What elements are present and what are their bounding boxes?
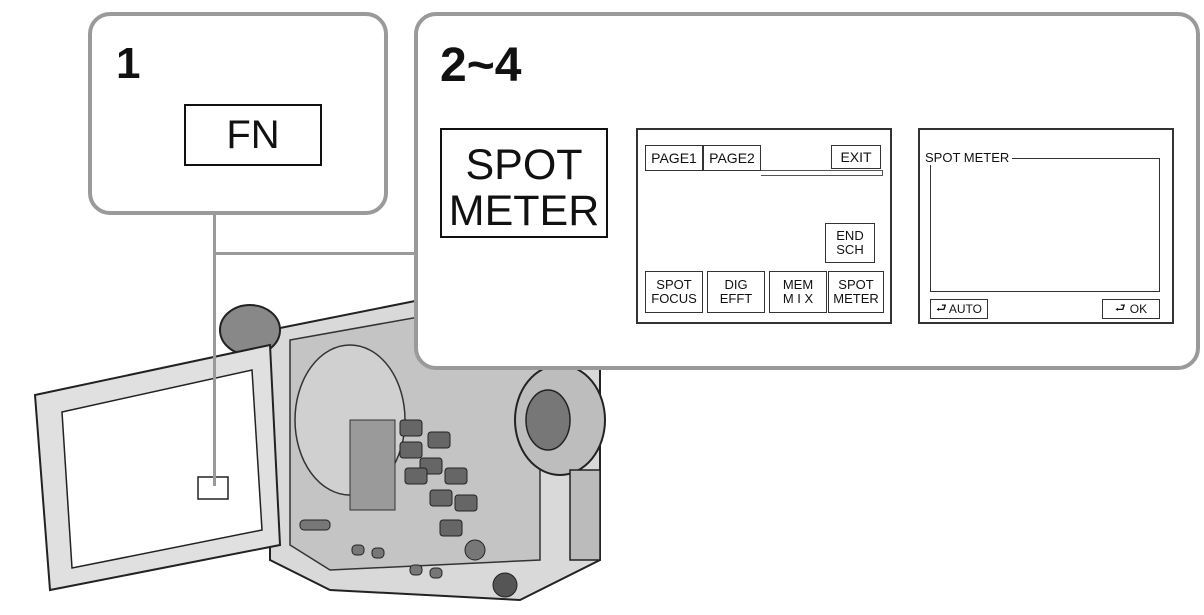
spot-focus-line1: SPOT bbox=[656, 277, 692, 292]
step-number-2-4: 2~4 bbox=[440, 39, 522, 92]
spot-meter-button-large[interactable]: SPOT METER bbox=[440, 128, 608, 238]
callout-step-2-4: 2~4 SPOT METER PAGE1 PAGE2 EXIT END SCH … bbox=[414, 12, 1200, 370]
exit-button[interactable]: EXIT bbox=[831, 145, 881, 169]
ok-label: OK bbox=[1129, 302, 1148, 316]
auto-button[interactable]: ⮐ AUTO bbox=[930, 299, 988, 319]
spot-meter-line2: METER bbox=[448, 187, 600, 235]
leader-line-horizontal bbox=[213, 252, 418, 255]
fn-button[interactable]: FN bbox=[184, 104, 322, 166]
menu-screen: PAGE1 PAGE2 EXIT END SCH SPOT FOCUS DIG … bbox=[636, 128, 892, 324]
leader-line-vertical bbox=[213, 210, 216, 486]
tab-page2[interactable]: PAGE2 bbox=[703, 145, 761, 171]
return-arrow-icon: ⮐ bbox=[936, 300, 947, 315]
end-search-line1: END bbox=[836, 228, 864, 243]
memory-mix-line2: M I X bbox=[782, 291, 814, 306]
spot-meter-small-line1: SPOT bbox=[838, 277, 874, 292]
spot-meter-line1: SPOT bbox=[465, 141, 583, 189]
spot-meter-frame bbox=[930, 158, 1160, 292]
callout-step-1: 1 FN bbox=[88, 12, 388, 215]
tab-bar-line bbox=[761, 170, 883, 176]
memory-mix-line1: MEM bbox=[782, 277, 814, 292]
return-arrow-icon: ⮐ bbox=[1114, 300, 1126, 315]
digital-effect-button[interactable]: DIG EFFT bbox=[707, 271, 765, 313]
spot-meter-screen: SPOT METER ⮐ AUTO ⮐ OK bbox=[918, 128, 1174, 324]
spot-focus-button[interactable]: SPOT FOCUS bbox=[645, 271, 703, 313]
spot-meter-small-line2: METER bbox=[833, 291, 879, 306]
digital-effect-line2: EFFT bbox=[719, 291, 753, 306]
memory-mix-button[interactable]: MEM M I X bbox=[769, 271, 827, 313]
tab-page1[interactable]: PAGE1 bbox=[645, 145, 703, 171]
ok-button[interactable]: ⮐ OK bbox=[1102, 299, 1160, 319]
end-search-line2: SCH bbox=[836, 242, 864, 257]
spot-meter-title: SPOT METER bbox=[925, 150, 1013, 165]
spot-focus-line2: FOCUS bbox=[651, 291, 697, 306]
digital-effect-line1: DIG bbox=[724, 277, 748, 292]
spot-meter-button[interactable]: SPOT METER bbox=[828, 271, 884, 313]
auto-label: AUTO bbox=[948, 302, 982, 316]
step-number-1: 1 bbox=[116, 39, 141, 88]
end-search-button[interactable]: END SCH bbox=[825, 223, 875, 263]
